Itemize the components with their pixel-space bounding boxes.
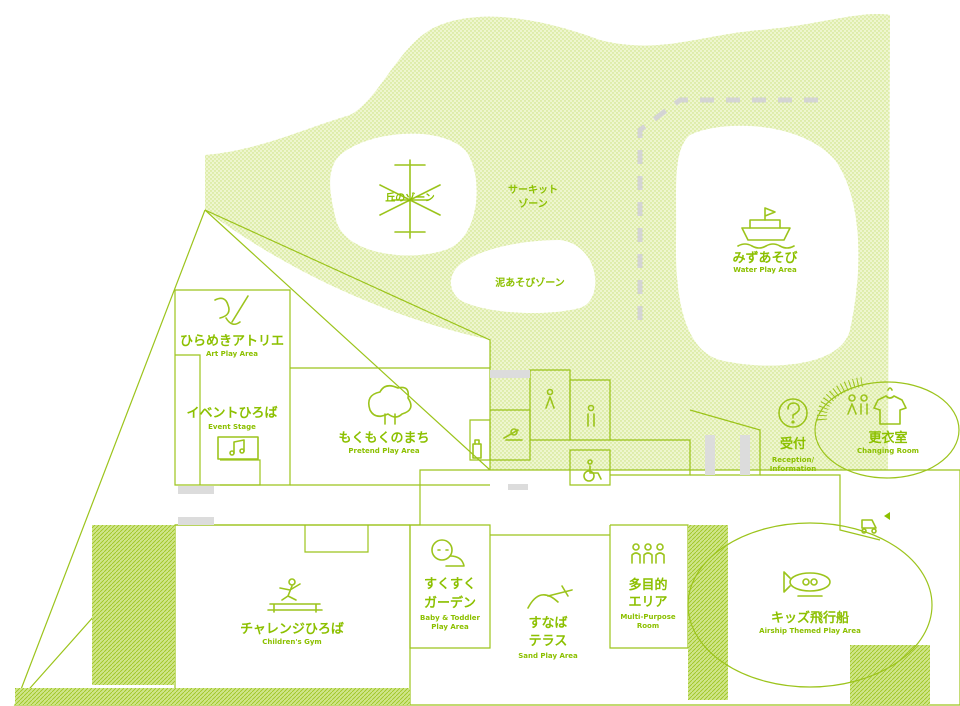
multi-area-subtitle-1: Multi-Purpose	[620, 613, 676, 621]
circuit-zone-label-1: サーキット	[508, 184, 558, 196]
boat-icon	[737, 207, 795, 249]
water-area-title: みずあそび	[732, 250, 798, 266]
toilet-icon	[545, 388, 555, 409]
multi-area-title-1: 多目的	[628, 577, 667, 593]
arrow-marker	[884, 512, 890, 520]
paint-brush-icon	[214, 295, 249, 326]
baby-icon	[431, 539, 465, 567]
mud-zone-label: 泥あそびゾーン	[495, 276, 565, 289]
stage-music-icon	[217, 436, 259, 460]
bottle-icon	[472, 439, 482, 459]
pretend-area-label[interactable]: もくもくのまち Pretend Play Area	[338, 431, 429, 455]
sand-shovel-icon	[527, 585, 573, 609]
changing-stairs	[816, 377, 863, 421]
baby-area-title-1: すくすく	[424, 577, 476, 592]
baby-area-subtitle-2: Play Area	[431, 623, 469, 631]
airship-area[interactable]	[687, 522, 933, 688]
shirt-icon	[873, 387, 907, 425]
people-icon	[631, 543, 665, 564]
changing-room-title: 更衣室	[868, 430, 907, 446]
event-area-label[interactable]: イベントひろば Event Stage	[186, 406, 277, 431]
question-icon	[778, 398, 808, 428]
restroom-icon	[847, 394, 868, 415]
multi-area-subtitle-2: Room	[637, 622, 659, 630]
changing-room[interactable]	[814, 381, 960, 479]
hill-zone	[330, 133, 477, 256]
circuit-zone-label-2: ゾーン	[518, 197, 548, 210]
gym-area-subtitle: Children's Gym	[262, 638, 321, 646]
hatched-area-right	[688, 525, 728, 700]
reception-title: 受付	[780, 436, 806, 452]
hatched-area-bottom	[15, 688, 410, 705]
passages	[178, 370, 750, 525]
hill-zone-label: 丘のゾーン	[385, 191, 435, 204]
gym-area-title: チャレンジひろば	[240, 622, 344, 637]
reception-label[interactable]: 受付 Reception/ Information	[770, 436, 816, 473]
baby-area-title-2: ガーデン	[424, 595, 476, 611]
nursing-icon	[503, 428, 523, 441]
hill-icon	[379, 159, 441, 239]
water-area-subtitle: Water Play Area	[733, 266, 797, 274]
art-area-title: ひらめきアトリエ	[180, 334, 284, 349]
sand-area-title-2: テラス	[529, 634, 568, 649]
airship-area-title: キッズ飛行船	[771, 610, 849, 626]
circuit-track	[637, 97, 820, 320]
wheelchair-icon	[583, 459, 602, 482]
sand-area-title-1: すなば	[528, 616, 567, 631]
baby-area-subtitle-1: Baby & Toddler	[420, 614, 480, 622]
multi-area-title-2: エリア	[628, 595, 667, 610]
water-area-label[interactable]: みずあそび Water Play Area	[732, 250, 798, 274]
trampoline-icon	[267, 578, 323, 613]
art-area-label[interactable]: ひらめきアトリエ Art Play Area	[180, 334, 284, 358]
pretend-area-subtitle: Pretend Play Area	[348, 447, 420, 455]
art-area-subtitle: Art Play Area	[206, 350, 258, 358]
baby-area-label[interactable]: すくすく ガーデン Baby & Toddler Play Area	[420, 577, 480, 631]
event-area-title: イベントひろば	[186, 406, 277, 421]
airship-area-label[interactable]: キッズ飛行船 Airship Themed Play Area	[759, 610, 861, 635]
mud-zone	[450, 240, 596, 314]
reception-subtitle-2: Information	[770, 465, 816, 473]
airship-icon	[783, 571, 831, 597]
event-area-subtitle: Event Stage	[208, 423, 256, 431]
changing-room-label[interactable]: 更衣室 Changing Room	[857, 430, 919, 455]
toilet-icon	[587, 404, 595, 427]
tree-icon	[367, 384, 412, 425]
hatched-area-right-bottom	[850, 645, 930, 705]
stroller-icon	[861, 519, 877, 534]
sand-area-label[interactable]: すなば テラス Sand Play Area	[518, 616, 578, 660]
gym-area-label[interactable]: チャレンジひろば Children's Gym	[240, 622, 344, 646]
changing-room-subtitle: Changing Room	[857, 447, 919, 455]
reception-subtitle-1: Reception/	[772, 456, 815, 464]
multi-area-label[interactable]: 多目的 エリア Multi-Purpose Room	[620, 577, 676, 630]
airship-area-subtitle: Airship Themed Play Area	[759, 627, 861, 635]
pretend-area-title: もくもくのまち	[338, 431, 429, 446]
hatched-area-left	[92, 525, 175, 685]
sand-area-subtitle: Sand Play Area	[518, 652, 578, 660]
